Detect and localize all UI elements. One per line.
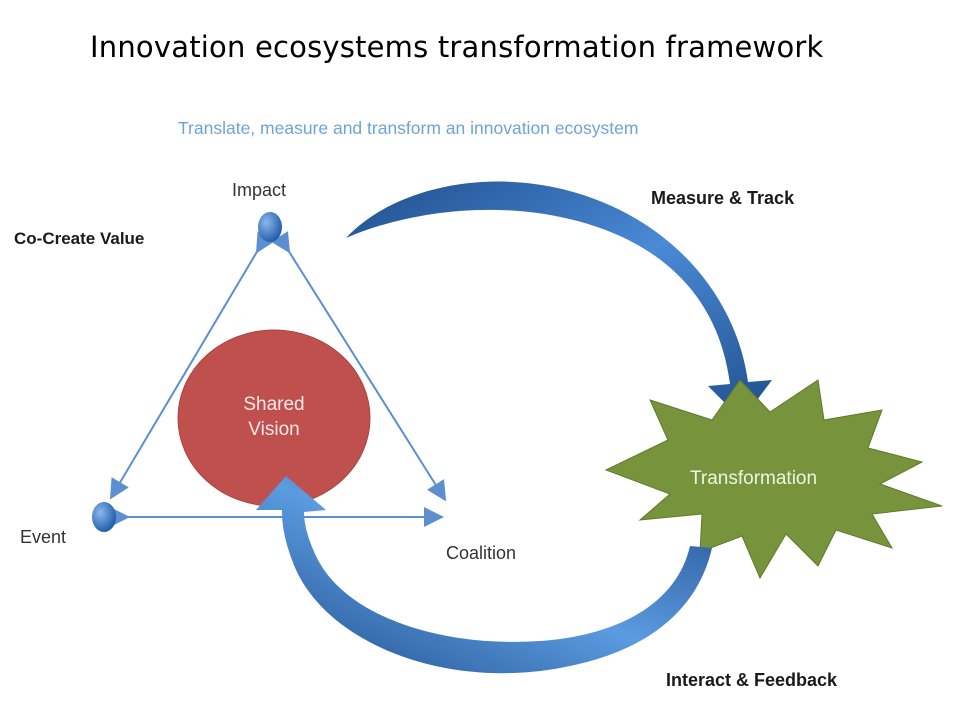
- triangle-edge-left: [109, 231, 275, 500]
- co-create-value-label: Co-Create Value: [14, 229, 145, 248]
- event-label: Event: [20, 527, 67, 547]
- diagram-subtitle: Translate, measure and transform an inno…: [178, 118, 639, 138]
- impact-label: Impact: [232, 180, 287, 200]
- shared-vision-label: Shared Vision: [218, 392, 330, 442]
- impact-node-icon: [258, 212, 282, 242]
- shared-vision-line2: Vision: [248, 419, 300, 440]
- triangle-edge-right: [271, 231, 447, 502]
- event-node-icon: [92, 502, 116, 532]
- measure-track-label: Measure & Track: [651, 188, 795, 208]
- coalition-label: Coalition: [446, 543, 517, 563]
- interact-feedback-arrow: [256, 476, 712, 674]
- interact-feedback-label: Interact & Feedback: [666, 670, 838, 690]
- shared-vision-line1: Shared: [243, 394, 305, 415]
- measure-track-arrow: [346, 181, 772, 420]
- slide-title: Innovation ecosystems transformation fra…: [90, 30, 824, 64]
- transformation-label: Transformation: [690, 468, 818, 489]
